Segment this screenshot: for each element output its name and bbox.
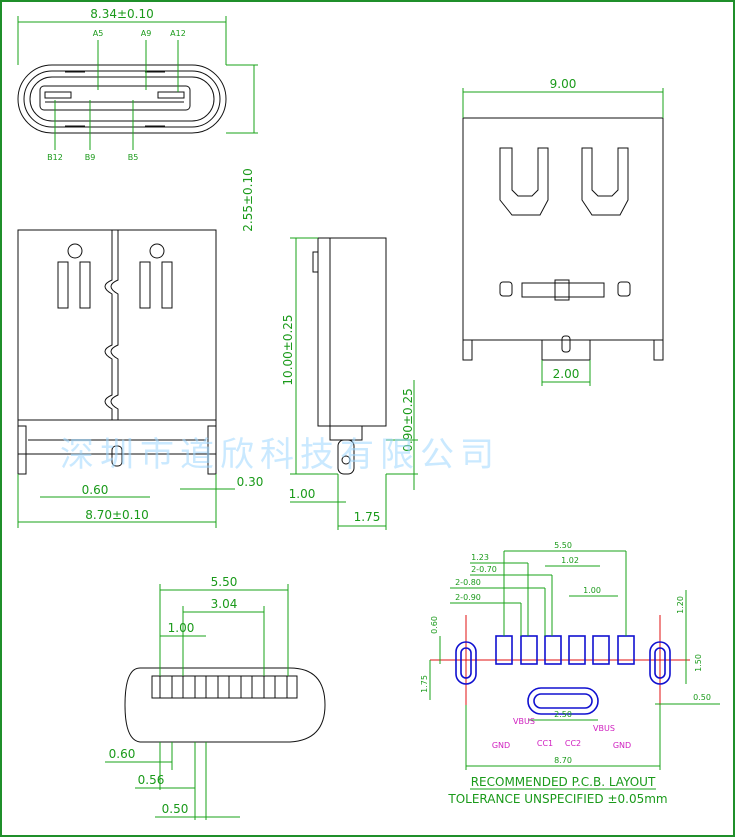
bottom-dim-4: 0.56 xyxy=(138,773,165,787)
pin-label-b12: B12 xyxy=(47,153,63,162)
pcb-dim-side-3: 1.50 xyxy=(694,654,703,672)
front-view: 8.70±0.10 0.60 0.30 xyxy=(17,229,264,528)
pcb-slot-left xyxy=(455,641,477,685)
pcb-label-gnd-left: GND xyxy=(492,741,510,750)
side-view: 10.00±0.25 0.90±0.25 1.00 1.75 xyxy=(281,237,418,530)
bottom-dim-3: 0.60 xyxy=(109,747,136,761)
watermark: 深圳市道欣科技有限公司 xyxy=(60,435,500,475)
bottom-pins xyxy=(159,675,288,699)
pcb-dim-top-3: 1.02 xyxy=(561,556,579,565)
front-width-dim: 8.70±0.10 xyxy=(85,508,149,522)
pcb-slot-right xyxy=(649,641,671,685)
pin-label-b9: B9 xyxy=(85,153,96,162)
outer-shell xyxy=(17,64,227,134)
pcb-title: RECOMMENDED P.C.B. LAYOUT xyxy=(471,775,656,789)
side-dim-c: 1.75 xyxy=(354,510,381,524)
front-dim-a: 0.60 xyxy=(82,483,109,497)
pcb-center-slot xyxy=(527,687,599,715)
top-view: 8.34±0.10 2.55±0.10 A5 A9 A12 B12 B9 B5 xyxy=(17,7,258,232)
pcb-label-vbus-right: VBUS xyxy=(593,724,615,733)
pcb-dim-side-0: 0.60 xyxy=(430,616,439,634)
pcb-dim-top-5: 1.00 xyxy=(583,586,601,595)
pcb-dim-side-1: 1.75 xyxy=(420,675,429,693)
pcb-dim-side-2: 1.20 xyxy=(676,596,685,614)
rear-width-dim: 9.00 xyxy=(550,77,577,91)
front-dim-b: 0.30 xyxy=(237,475,264,489)
bottom-dim-5: 0.50 xyxy=(162,802,189,816)
rear-view: 9.00 2.00 xyxy=(462,77,664,386)
pcb-dim-side-5: 2.50 xyxy=(554,710,572,719)
top-width-dim: 8.34±0.10 xyxy=(90,7,154,21)
bottom-view: 5.50 3.04 1.00 0.60 0.56 0.50 xyxy=(105,575,326,820)
pcb-dim-top-0: 5.50 xyxy=(554,541,572,550)
pcb-tolerance: TOLERANCE UNSPECIFIED ±0.05mm xyxy=(447,792,667,806)
side-dim-a: 0.90±0.25 xyxy=(401,388,415,452)
pcb-dim-top-1: 1.23 xyxy=(471,553,489,562)
pcb-dim-top-4: 2-0.80 xyxy=(455,578,481,587)
side-height-dim: 10.00±0.25 xyxy=(281,314,295,385)
pcb-label-cc1: CC1 xyxy=(537,739,553,748)
bottom-dim-2: 1.00 xyxy=(168,621,195,635)
top-height-dim: 2.55±0.10 xyxy=(241,168,255,232)
bottom-dim-1: 3.04 xyxy=(211,597,238,611)
pin-label-a5: A5 xyxy=(93,29,104,38)
side-dim-b: 1.00 xyxy=(289,487,316,501)
pcb-label-gnd-right: GND xyxy=(613,741,631,750)
pcb-dim-side-4: 0.50 xyxy=(693,693,711,702)
rear-tab-dim: 2.00 xyxy=(553,367,580,381)
pin-label-a12: A12 xyxy=(170,29,186,38)
pcb-layout: 5.50 1.23 2-0.70 1.02 2-0.80 1.00 2-0.90… xyxy=(420,541,720,806)
pin-label-a9: A9 xyxy=(141,29,152,38)
pcb-dim-top-2: 2-0.70 xyxy=(471,565,497,574)
pcb-dim-side-6: 8.70 xyxy=(554,756,572,765)
pcb-dim-top-6: 2-0.90 xyxy=(455,593,481,602)
pcb-label-vbus-left: VBUS xyxy=(513,717,535,726)
pin-label-b5: B5 xyxy=(128,153,139,162)
pcb-label-cc2: CC2 xyxy=(565,739,581,748)
tongue xyxy=(39,85,191,111)
bottom-dim-0: 5.50 xyxy=(211,575,238,589)
